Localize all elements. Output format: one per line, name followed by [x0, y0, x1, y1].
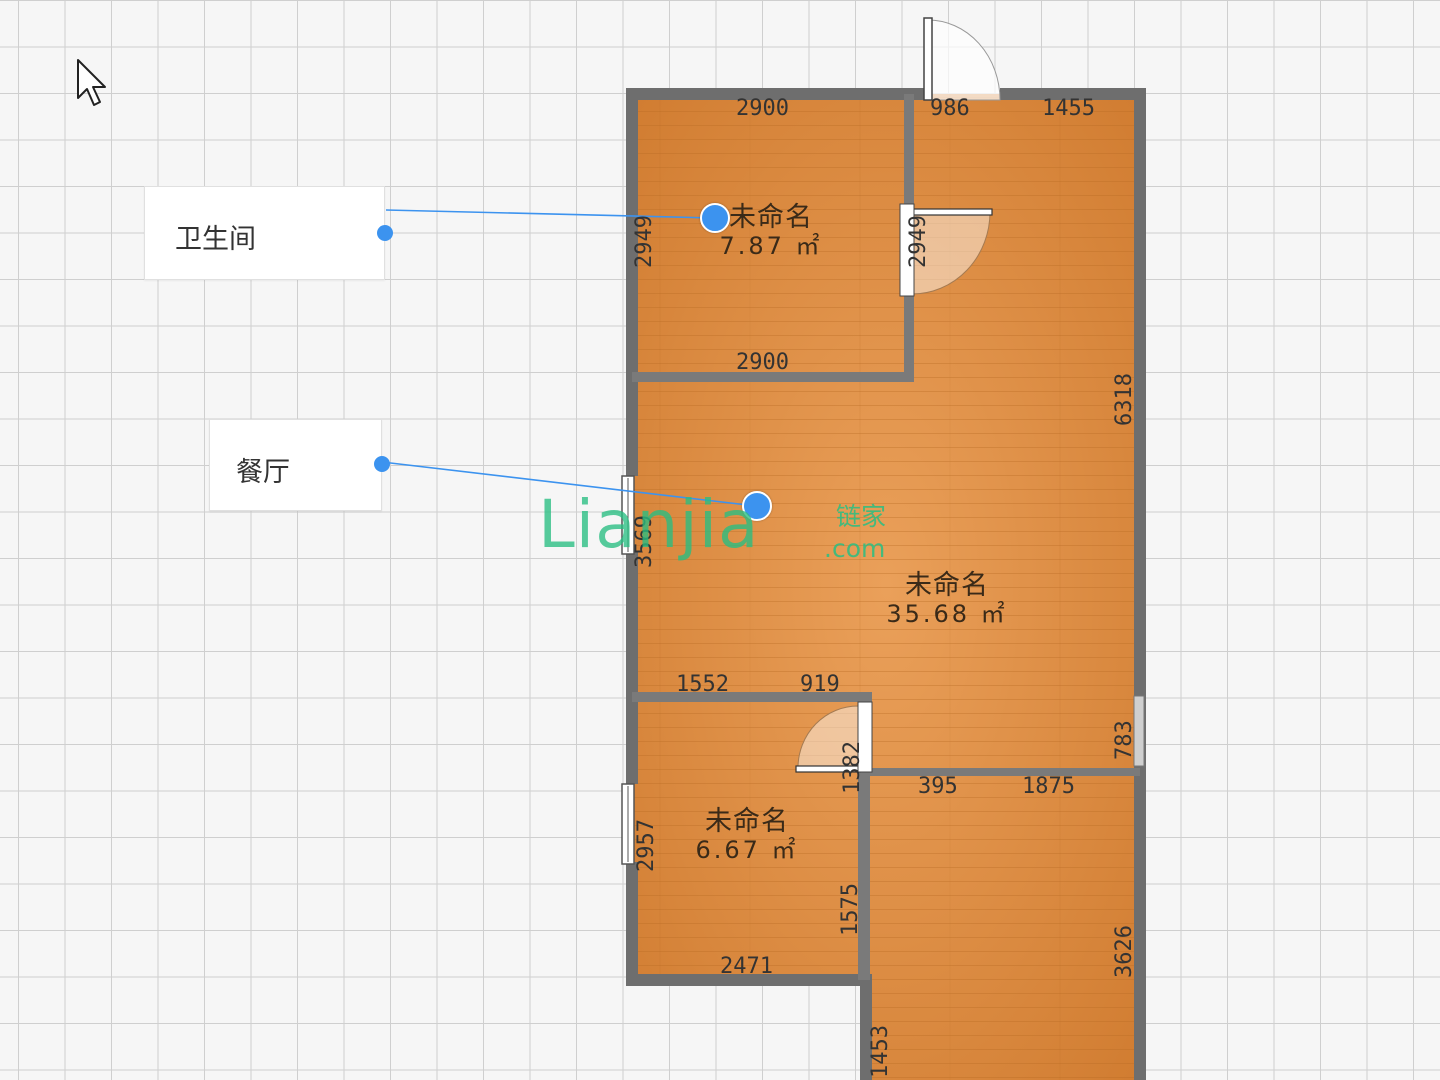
dim-small-bottom: 2471 — [720, 954, 773, 979]
room-area: 35.68 ㎡ — [886, 600, 1008, 629]
dim-door-small: 1382 — [840, 741, 865, 794]
watermark-cn-text: 链家 — [836, 502, 887, 531]
wall-left-upper — [626, 88, 638, 476]
annotation-bathroom[interactable]: 卫生间 — [144, 186, 385, 280]
room-label-small[interactable]: 未命名 6.67 ㎡ — [672, 806, 822, 865]
wall-bath-right-upper — [904, 94, 914, 204]
mouse-cursor-icon — [77, 59, 106, 106]
wall-small-right-upper — [862, 692, 872, 706]
room-name: 未命名 — [705, 806, 789, 837]
annotation-bathroom-handle[interactable] — [377, 225, 393, 241]
dim-small-right: 1575 — [838, 883, 863, 936]
wall-right — [1134, 88, 1146, 1080]
dim-lower-b: 1875 — [1022, 774, 1075, 799]
dim-top-right: 1455 — [1042, 96, 1095, 121]
annotation-pin-dining[interactable] — [742, 491, 772, 521]
wall-small-right-lower — [858, 772, 870, 980]
annotation-dining[interactable]: 餐厅 — [209, 419, 382, 511]
door-bathroom — [899, 203, 993, 297]
lianjia-watermark: Lianjia 链家 .com — [538, 492, 918, 578]
dim-lower-a: 395 — [918, 774, 958, 799]
dim-right-main: 6318 — [1112, 373, 1137, 426]
annotation-bathroom-label: 卫生间 — [175, 224, 256, 255]
room-area: 6.67 ㎡ — [695, 836, 799, 865]
watermark-logo-text: Lianjia — [538, 486, 760, 563]
annotation-dining-handle[interactable] — [374, 456, 390, 472]
door-entrance — [923, 17, 1001, 101]
watermark-domain-text: .com — [824, 534, 886, 563]
dim-bath-bottom: 2900 — [736, 350, 789, 375]
leader-line-dining — [381, 461, 757, 507]
wall-top-left — [626, 88, 926, 100]
wall-small-top — [632, 692, 872, 702]
room-name: 未命名 — [905, 570, 989, 601]
room-area: 7.87 ㎡ — [719, 232, 823, 261]
wall-lower-partition — [870, 768, 1140, 776]
annotation-pin-bathroom[interactable] — [700, 203, 730, 233]
dim-mid-b: 919 — [800, 672, 840, 697]
leader-line-bathroom — [385, 209, 715, 219]
room-label-bathroom[interactable]: 未命名 7.87 ㎡ — [696, 202, 846, 261]
wall-bath-right-lower — [904, 296, 914, 380]
dim-bath-left: 2949 — [632, 215, 657, 268]
wall-small-bottom — [626, 974, 872, 986]
dim-bath-top: 2900 — [736, 96, 789, 121]
wall-top-right — [1000, 88, 1146, 100]
wall-lower-left — [860, 974, 872, 1080]
dim-door-top: 986 — [930, 96, 970, 121]
door-small-room — [795, 701, 873, 773]
wall-left-lower — [626, 862, 638, 986]
annotation-dining-label: 餐厅 — [236, 457, 290, 488]
dim-bath-right: 2949 — [906, 215, 931, 268]
wall-left-mid — [626, 552, 638, 784]
wall-bath-bottom — [632, 372, 914, 382]
room-name: 未命名 — [729, 202, 813, 233]
dim-lower-left: 1453 — [868, 1025, 893, 1078]
dim-mid-a: 1552 — [676, 672, 729, 697]
dim-lower-right: 3626 — [1112, 925, 1137, 978]
room-label-living[interactable]: 未命名 35.68 ㎡ — [862, 570, 1032, 629]
dim-small-left: 2957 — [634, 819, 659, 872]
dim-right-small: 783 — [1112, 720, 1137, 760]
window-right-small — [1133, 695, 1145, 767]
